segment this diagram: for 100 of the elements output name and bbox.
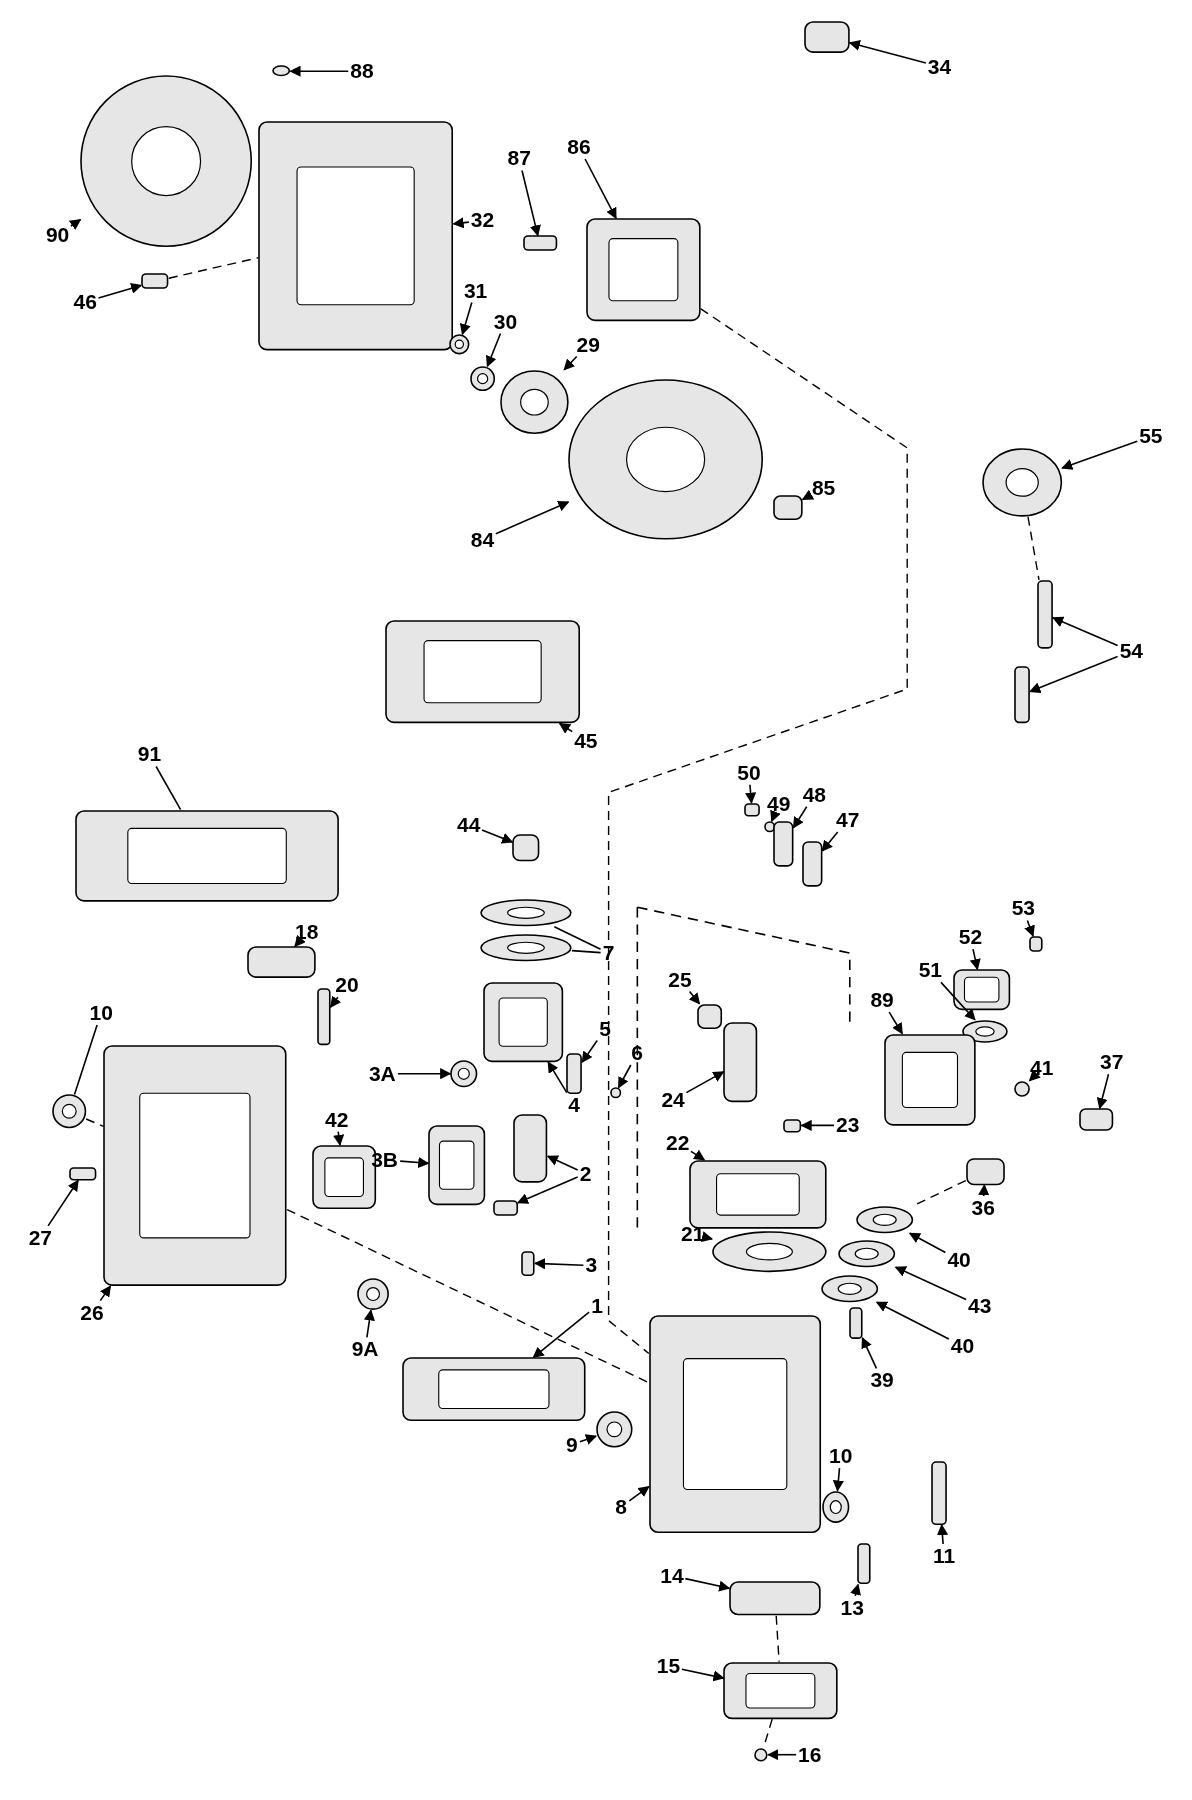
- callout-number: 43: [968, 1294, 992, 1317]
- leader-line: [850, 1583, 861, 1597]
- callout-number: 30: [493, 310, 518, 333]
- leader-line: [547, 1061, 568, 1094]
- retaining-ring-drawing: [609, 1087, 622, 1099]
- callout-number: 44: [457, 813, 481, 836]
- leader-line: [571, 949, 602, 954]
- leader-line: [1061, 440, 1138, 470]
- screw-drawing: [754, 1747, 769, 1762]
- callout-number: 10: [829, 1445, 853, 1468]
- leader-line: [888, 1011, 903, 1035]
- leader-line: [688, 990, 701, 1005]
- leader-line: [534, 1258, 585, 1270]
- ball-bearing-drawing: [357, 1278, 390, 1311]
- assembly-line: [168, 257, 260, 279]
- spring-drawing: [1079, 1108, 1114, 1132]
- callout-number: 52: [958, 926, 983, 949]
- gasket-drawing: [801, 840, 823, 887]
- callout-number: 85: [811, 477, 836, 500]
- screw-drawing: [744, 802, 761, 817]
- callout-number: 42: [324, 1108, 349, 1131]
- primer-bulb-drawing: [981, 447, 1063, 517]
- leader-line: [546, 1155, 579, 1171]
- leader-line: [294, 934, 306, 948]
- callout-number: 54: [1119, 640, 1143, 663]
- leader-line: [1028, 1069, 1041, 1082]
- leader-line: [553, 925, 602, 951]
- piston-ring-drawing: [480, 899, 572, 927]
- leader-line: [1096, 1073, 1110, 1110]
- leader-line: [99, 1285, 112, 1302]
- callout-number: 18: [295, 921, 319, 944]
- callout-number: 15: [656, 1655, 681, 1678]
- leader-line: [936, 1523, 949, 1545]
- ignition-coil-drawing: [585, 218, 701, 322]
- leader-line: [685, 1071, 725, 1094]
- callout-number: 25: [668, 968, 692, 991]
- callout-number: 53: [1011, 897, 1036, 920]
- callout-number: 23: [836, 1114, 860, 1137]
- leader-line: [495, 500, 570, 535]
- assembly-line: [286, 1208, 650, 1384]
- leader-line: [770, 809, 781, 823]
- gasket-drawing: [855, 1205, 913, 1234]
- leader-line: [940, 981, 976, 1021]
- head-gasket-drawing: [712, 1231, 827, 1273]
- throttle-lever-drawing: [965, 1157, 1005, 1186]
- leader-line: [73, 1024, 98, 1096]
- cylinder-head-drawing: [689, 1159, 827, 1229]
- callout-number: 46: [73, 291, 97, 313]
- leader-line: [532, 1311, 590, 1359]
- leader-line: [452, 217, 470, 229]
- piston-drawing: [483, 981, 564, 1063]
- screw-drawing: [522, 235, 557, 252]
- piston-pin-drawing: [566, 1053, 583, 1095]
- callout-number: 9A: [351, 1338, 379, 1361]
- callout-number: 27: [28, 1226, 53, 1249]
- leader-line: [681, 1668, 725, 1682]
- screw-drawing: [521, 1250, 536, 1276]
- leader-line: [792, 805, 808, 829]
- leader-line: [767, 1749, 797, 1761]
- fuel-line-drawing: [1036, 579, 1054, 649]
- callout-number: 24: [661, 1089, 685, 1112]
- leader-line: [333, 1130, 345, 1146]
- needle-bearing-drawing: [450, 1059, 478, 1088]
- dowel-pin-drawing: [848, 1306, 863, 1339]
- gasket-drawing: [772, 821, 794, 867]
- leader-line: [289, 65, 349, 77]
- stud-drawing: [856, 1543, 871, 1585]
- leader-line: [832, 1467, 844, 1492]
- callout-number: 84: [470, 528, 495, 551]
- stud-drawing: [931, 1460, 948, 1525]
- screw-drawing: [68, 1166, 97, 1181]
- washer-drawing: [469, 366, 495, 392]
- piston-ring-drawing: [480, 933, 572, 962]
- callout-number: 11: [932, 1545, 956, 1567]
- leader-line: [684, 1577, 731, 1592]
- callout-number: 20: [335, 974, 359, 997]
- bearing-set-drawing: [428, 1125, 486, 1206]
- leader-line: [459, 301, 473, 336]
- crankcase-cylinder-drawing: [648, 1314, 822, 1534]
- screw-drawing: [141, 273, 169, 290]
- callout-number: 90: [45, 224, 70, 247]
- leader-line: [68, 218, 82, 230]
- leader-line: [155, 765, 182, 811]
- callout-number: 88: [350, 60, 374, 83]
- leader-line: [821, 831, 839, 852]
- callout-number: 87: [507, 147, 531, 170]
- leader-line: [563, 355, 578, 371]
- callout-number: 47: [836, 808, 860, 831]
- flywheel-drawing: [568, 378, 764, 540]
- wire-harness-drawing: [384, 620, 580, 724]
- leader-line: [801, 489, 815, 501]
- callout-number: 49: [767, 792, 791, 815]
- assembly-line: [775, 1615, 780, 1663]
- callout-number: 4: [568, 1093, 580, 1116]
- leader-line: [978, 1184, 990, 1197]
- gasket-drawing: [838, 1240, 896, 1268]
- assembly-line: [1027, 516, 1040, 581]
- starter-cup-drawing: [499, 369, 569, 435]
- callout-number: 55: [1139, 425, 1163, 448]
- callout-number: 10: [89, 1001, 113, 1024]
